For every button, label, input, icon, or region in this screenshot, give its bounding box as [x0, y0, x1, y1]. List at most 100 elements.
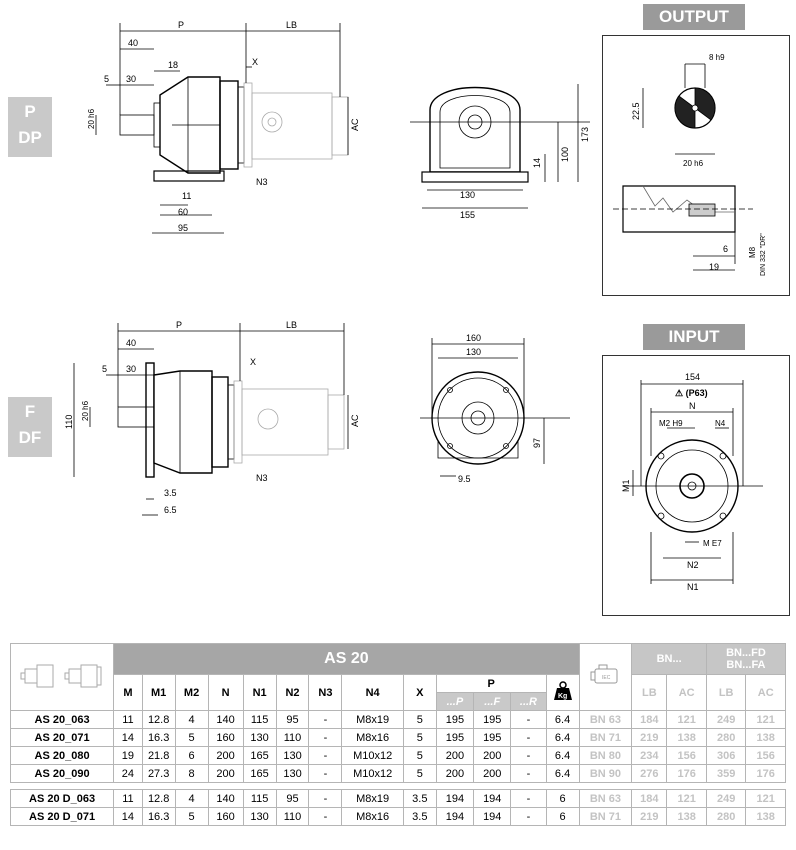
dim-f-30: 30 — [126, 364, 136, 374]
dim-8h9: 8 h9 — [709, 53, 725, 62]
input-header: INPUT — [643, 324, 745, 350]
bnfa-label: BN...FA — [726, 659, 766, 671]
dim-f-x: X — [250, 357, 256, 367]
dim-in-n: N — [689, 401, 696, 411]
output-detail-box — [602, 35, 790, 296]
gearbox-icon — [20, 664, 102, 687]
dim-front-14: 14 — [532, 158, 542, 168]
front-view-p: 130 155 100 14 173 — [410, 84, 590, 220]
dim-front-100: 100 — [560, 147, 570, 162]
dim-m8: M8 — [748, 246, 757, 258]
motor-icon-cell: IEC — [578, 643, 633, 711]
dim-n3: N3 — [256, 177, 268, 187]
col-m1: M1 — [141, 674, 176, 711]
col-n2: N2 — [275, 674, 310, 711]
dim-f-5: 5 — [102, 364, 107, 374]
col-n3: N3 — [308, 674, 343, 711]
col-n: N — [207, 674, 244, 711]
label-df: DF — [18, 428, 42, 447]
col-ac: AC — [666, 674, 707, 711]
dim-in-m2h9: M2 H9 — [659, 419, 683, 428]
table-separator — [10, 782, 786, 790]
input-detail-box — [602, 355, 790, 616]
col-m: M — [113, 674, 143, 711]
side-view-f: P LB 40 X 5 30 20 h6 110 AC N3 3.5 6.5 — [64, 320, 360, 516]
dim-in-n2: N2 — [687, 560, 699, 570]
dimension-table: AS 20 IEC BN... BN...FD BN...FA M M1 M2 … — [9, 643, 787, 826]
col-f: ...F — [473, 692, 512, 711]
mount-label-f-df: F DF — [8, 397, 52, 457]
dim-11: 11 — [182, 191, 191, 201]
dim-20h6: 20 h6 — [87, 108, 96, 129]
svg-text:IEC: IEC — [602, 675, 611, 681]
label-f: F — [24, 402, 36, 421]
output-header: OUTPUT — [643, 4, 745, 30]
weight-icon: Kg — [553, 681, 572, 700]
dim-5: 5 — [104, 74, 109, 84]
col-x: X — [402, 674, 437, 711]
dim-front-173: 173 — [580, 127, 590, 142]
dim-95: 95 — [178, 223, 188, 233]
dim-ff-9-5: 9.5 — [458, 474, 471, 484]
col-ac-fd: AC — [745, 674, 786, 711]
col-p: ...P — [435, 692, 475, 711]
col-p-group: P — [435, 674, 547, 693]
dim-front-155: 155 — [460, 210, 475, 220]
dim-ff-130: 130 — [466, 347, 481, 357]
dim-out-20h6: 20 h6 — [683, 159, 704, 168]
dim-f-20h6: 20 h6 — [81, 400, 90, 421]
dim-x: X — [252, 57, 258, 67]
dim-30: 30 — [126, 74, 136, 84]
table-title: AS 20 — [113, 643, 580, 675]
col-m2: M2 — [174, 674, 209, 711]
dim-f-110: 110 — [64, 415, 74, 429]
col-kg: Kg — [545, 674, 580, 711]
dim-6: 6 — [723, 244, 728, 254]
mount-label-p-dp: P DP — [8, 97, 52, 157]
dim-ff-160: 160 — [466, 333, 481, 343]
dim-lb: LB — [286, 20, 297, 30]
dim-f-lb: LB — [286, 320, 297, 330]
side-view-p: P LB 40 18 X 5 30 20 h6 AC 11 60 95 N3 — [87, 20, 360, 234]
dim-40: 40 — [128, 38, 138, 48]
output-shaft-detail: 8 h9 22.5 20 h6 M8 DIN 332 "DR" 6 19 — [613, 53, 767, 276]
front-view-f: 160 130 97 9.5 — [420, 333, 570, 484]
dim-in-n4: N4 — [715, 419, 726, 428]
bnfd-header: BN...FD BN...FA — [705, 643, 787, 675]
svg-text:Kg: Kg — [558, 693, 567, 700]
bn-header: BN... — [631, 643, 707, 675]
col-n4: N4 — [341, 674, 404, 711]
dim-in-154: 154 — [685, 372, 700, 382]
gearbox-icons-cell — [9, 643, 115, 711]
dim-3-5: 3.5 — [164, 488, 177, 498]
dim-in-m1: M1 — [621, 479, 631, 492]
dim-f-ac: AC — [350, 414, 360, 427]
dim-19: 19 — [709, 262, 719, 272]
dim-f-n3: N3 — [256, 473, 268, 483]
dim-din: DIN 332 "DR" — [760, 233, 767, 276]
dim-60: 60 — [178, 207, 188, 217]
dim-ac: AC — [350, 118, 360, 131]
input-flange-detail: 154 ⚠ (P63) N M2 H9 N4 M1 M E7 N2 N1 — [621, 372, 763, 592]
bnfd-label: BN...FD — [726, 647, 766, 659]
label-p: P — [24, 102, 36, 121]
label-dp: DP — [18, 128, 42, 147]
motor-icon: IEC — [590, 664, 618, 683]
dim-ff-97: 97 — [532, 438, 542, 448]
dim-18: 18 — [168, 60, 178, 70]
dim-6-5: 6.5 — [164, 505, 177, 515]
dim-in-p63: ⚠ (P63) — [675, 388, 708, 398]
col-r: ...R — [510, 692, 547, 711]
dim-p: P — [178, 20, 184, 30]
dim-front-130: 130 — [460, 190, 475, 200]
col-n1: N1 — [242, 674, 277, 711]
dim-f-40: 40 — [126, 338, 136, 348]
col-lb: LB — [631, 674, 668, 711]
dim-in-me7: M E7 — [703, 539, 722, 548]
dim-f-p: P — [176, 320, 182, 330]
